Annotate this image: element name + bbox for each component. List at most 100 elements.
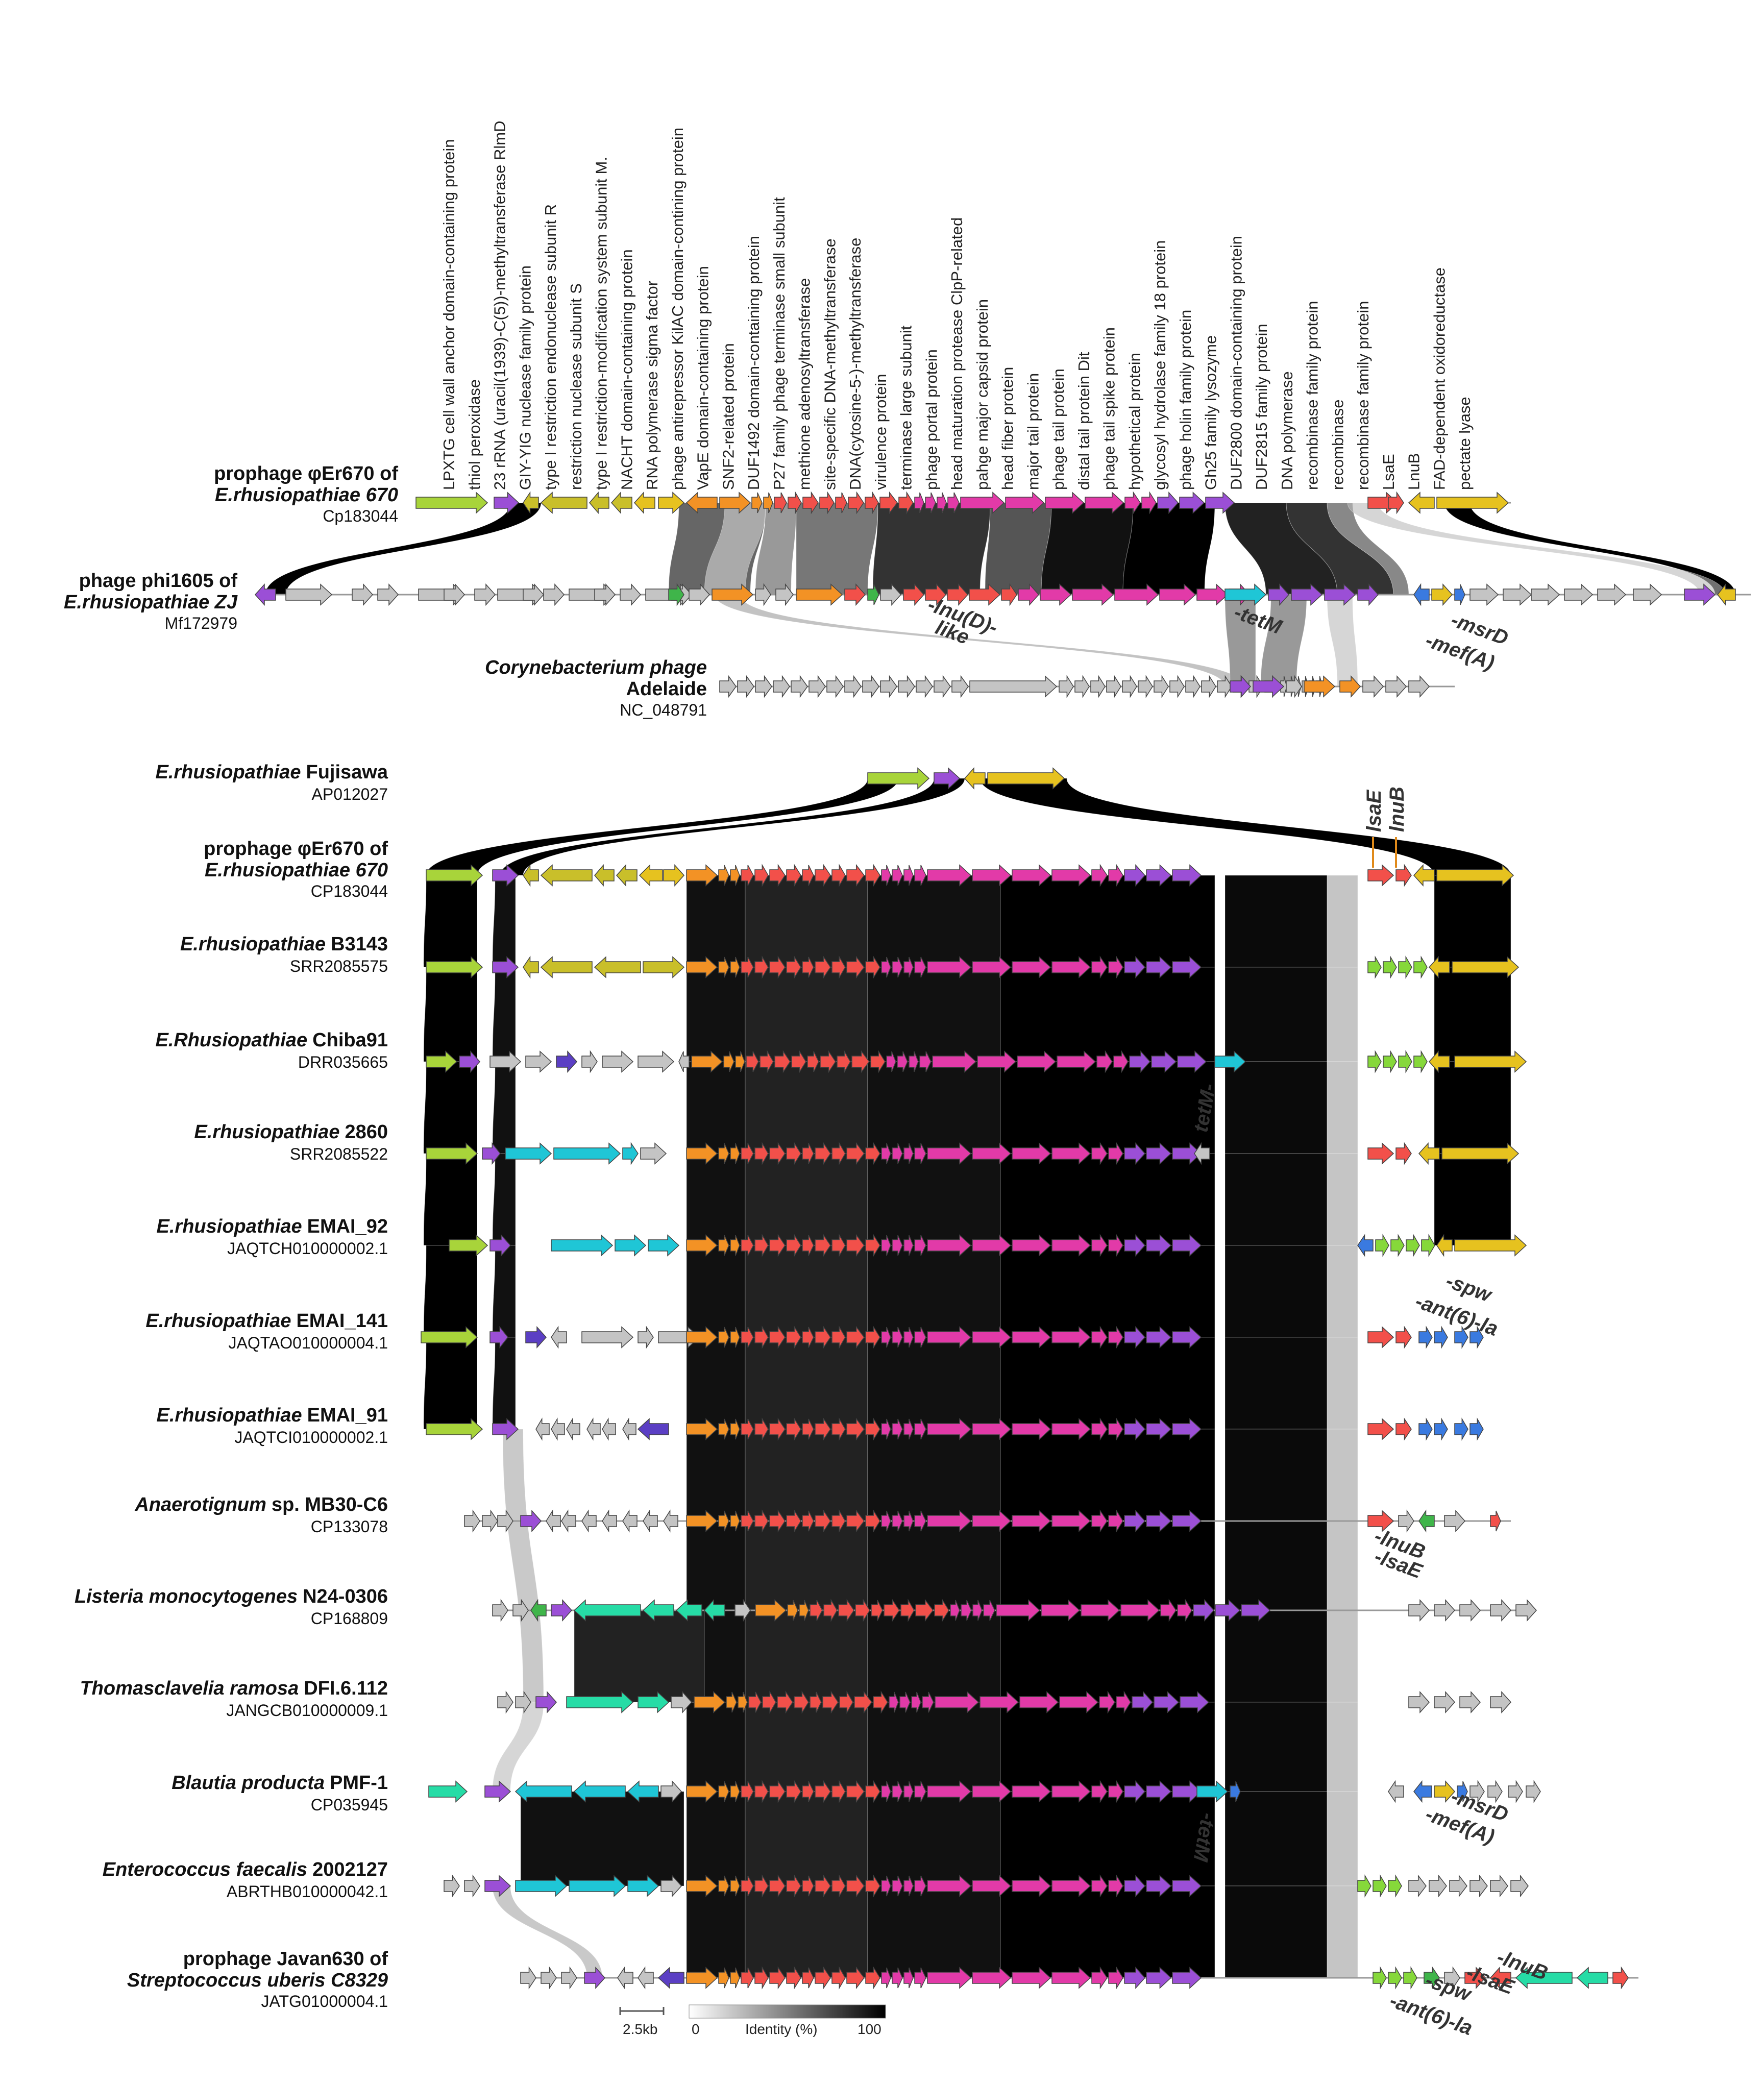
gene-arrow [561,1509,576,1533]
gene-arrow [602,1417,616,1441]
gene-arrow [484,1875,511,1897]
gene-arrow [426,956,483,978]
gene-arrow [786,1142,801,1165]
gene-arrow [718,1143,729,1164]
gene-arrow [551,1417,565,1441]
gene-arrow [881,1510,891,1532]
gene-arrow [802,865,814,886]
gene-arrow [815,1326,831,1349]
gene-arrow [1124,1418,1146,1440]
gene-arrow [754,1780,769,1803]
gene-label-lsaE: lsaE [1363,789,1385,832]
gene-arrow [712,583,754,606]
gene-arrow [497,1509,513,1533]
gene-arrow [254,583,276,606]
gene-arrow [769,1966,786,1990]
gene-arrow [881,1143,891,1164]
gene-arrow [1146,1142,1172,1165]
gene-arrow [1434,1599,1456,1622]
gene-arrow [523,583,545,606]
track-accession: ABRTHB010000042.1 [227,1882,388,1901]
gene-arrow [838,1599,854,1622]
gene-arrow [1454,1417,1468,1441]
gene-arrow [741,1875,754,1897]
gene-arrow [523,864,539,887]
gene-arrow [1179,492,1205,514]
gene-arrow [566,1691,634,1713]
synteny-ribbon [1327,875,1358,968]
gene-arrow [807,1051,819,1072]
gene-arrow [1469,1874,1488,1898]
gene-arrow [897,1051,908,1072]
gene-arrow [815,1234,831,1257]
track-strain: N24-0306 [303,1586,388,1607]
gene-arrow [1398,1509,1414,1533]
gene-arrow [769,1326,786,1349]
gene-arrow [1120,1599,1160,1622]
gene-arrow [786,1874,801,1898]
gene-arrow [686,1326,718,1349]
track-strain: Chiba91 [312,1029,388,1051]
track-accession: JAQTAO010000004.1 [229,1334,388,1352]
gene-arrow [530,1599,547,1622]
gene-arrow [1205,492,1235,514]
synteny-ribbon [867,1885,1001,1978]
gene-arrow [1091,955,1108,979]
gene-arrow [686,1780,718,1803]
gene-arrow [617,1966,633,1990]
gene-arrow [808,675,826,698]
synteny-ribbon [867,1337,1001,1430]
gene-arrow [1113,1050,1129,1073]
gene-arrow [1124,1510,1146,1532]
synteny-ribbon [867,875,1001,968]
synteny-ribbon [745,1885,868,1978]
gene-arrow [1017,1050,1057,1073]
gene-arrow [851,1050,870,1073]
gene-arrow [1172,956,1202,978]
gene-arrow [1051,1510,1091,1532]
gene-arrow [914,1781,926,1802]
gene-arrow [426,864,483,887]
gene-arrow [1684,583,1716,606]
gene-arrow [616,864,638,887]
gene-arrow [1091,1966,1108,1990]
gene-arrow [1146,1780,1172,1803]
gene-arrow [1531,583,1560,606]
synteny-ribbon [1000,1429,1215,1522]
gene-arrow [969,675,1058,698]
gene-arrow [1385,675,1407,698]
track-strain: 2002127 [312,1859,388,1880]
synteny-ribbon [1224,1791,1328,1886]
gene-arrow [754,1874,769,1898]
gene-arrow [1201,675,1216,698]
gene-arrow [285,583,333,606]
annotation-label: VapE domain-containing protein [694,266,712,490]
gene-arrow [1051,864,1091,887]
gene-arrow [602,1509,617,1533]
gene-arrow [741,1510,754,1532]
gene-arrow [1454,1326,1468,1349]
gene-arrow [586,1417,601,1441]
gene-arrow [892,1327,903,1348]
gene-arrow [927,1875,972,1897]
gene-arrow [755,1599,787,1622]
gene-arrow [802,957,814,978]
synteny-ribbon [1434,1061,1511,1154]
gene-arrow [909,1051,919,1072]
synteny-ribbon [867,1153,1001,1246]
gene-arrow [730,957,740,978]
annotation-label: phage portal protein [922,349,940,490]
gene-arrow [668,583,684,606]
gene-arrow [786,1966,801,1990]
gene-arrow [660,1875,682,1897]
synteny-ribbon [423,1061,478,1154]
synteny-ribbon [423,1245,478,1338]
gene-arrow [1403,1966,1417,1990]
synteny-ribbon [1327,1610,1358,1703]
track-species: E.rhusiopathiae [194,1121,339,1143]
gene-arrow [903,1418,914,1440]
gene-arrow [1116,1690,1131,1714]
gene-arrow [1193,1599,1215,1622]
gene-arrow [925,492,936,513]
